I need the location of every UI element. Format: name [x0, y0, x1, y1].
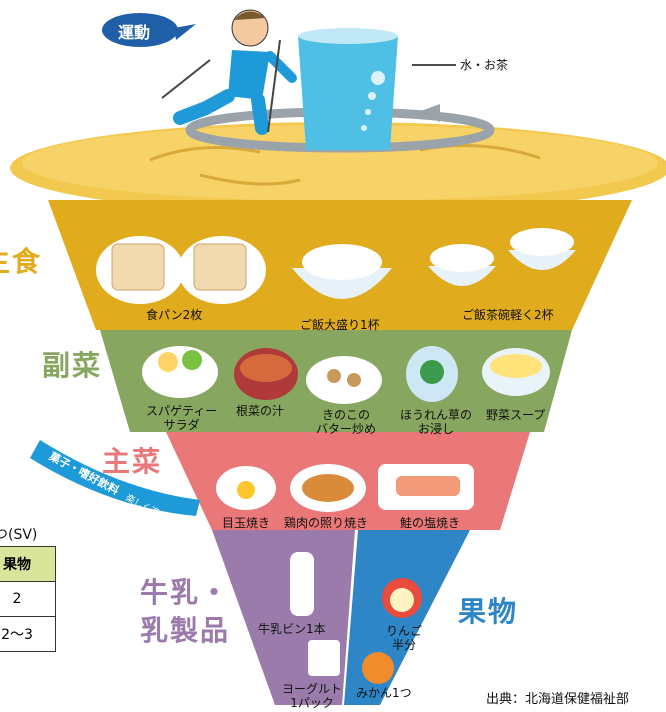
food-illustrations: [96, 228, 576, 684]
sv-table: 果物 2 2〜3: [0, 546, 56, 652]
item-bread: 食パン2枚: [146, 308, 203, 322]
category-main-dish: 主菜: [102, 445, 163, 478]
category-staple: 主食: [0, 245, 43, 278]
item-root-soup: 根菜の汁: [236, 404, 285, 418]
item-vegetable-soup: 野菜スープ: [486, 408, 546, 422]
item-apple-half: りんご 半分: [386, 624, 423, 652]
category-dairy: 牛乳・ 乳製品: [140, 576, 231, 647]
exercise-label: 運動: [118, 23, 151, 42]
category-side-dish: 副菜: [42, 349, 103, 382]
sv-table-cell: 2: [0, 581, 56, 617]
item-teriyaki-chicken: 鶏肉の照り焼き: [284, 516, 369, 530]
item-spaghetti-salad: スパゲティー サラダ: [146, 404, 218, 432]
tier-fruit: [344, 530, 470, 705]
item-salted-salmon: 鮭の塩焼き: [400, 516, 461, 530]
water-label: 水・お茶: [460, 58, 509, 72]
item-mushroom-saute: きのこの バター炒め: [316, 408, 377, 436]
item-rice-large: ご飯大盛り1杯: [300, 318, 380, 332]
sv-caption: つ(SV): [0, 527, 38, 543]
item-fried-egg: 目玉焼き: [222, 516, 271, 530]
water-glass-icon: [298, 36, 398, 150]
snack-ribbon: [30, 440, 200, 516]
walking-person-icon: [161, 9, 297, 135]
item-spinach: ほうれん草の お浸し: [400, 408, 473, 436]
tier-dairy: [212, 530, 355, 705]
item-rice-2-bowls: ご飯茶碗軽く2杯: [462, 308, 554, 322]
item-yogurt: ヨーグルト 1パック: [282, 682, 343, 710]
exercise-bubble: [102, 13, 178, 47]
source-credit: 出典：北海道保健福祉部: [486, 692, 630, 707]
item-mandarin: みかん1つ: [356, 686, 412, 700]
sv-table-cell: 2〜3: [0, 616, 56, 652]
sv-table-header: 果物: [0, 546, 56, 582]
item-milk-bottle: 牛乳ビン1本: [258, 622, 326, 636]
category-fruit: 果物: [458, 595, 519, 628]
top-plate-surface: [22, 125, 658, 201]
